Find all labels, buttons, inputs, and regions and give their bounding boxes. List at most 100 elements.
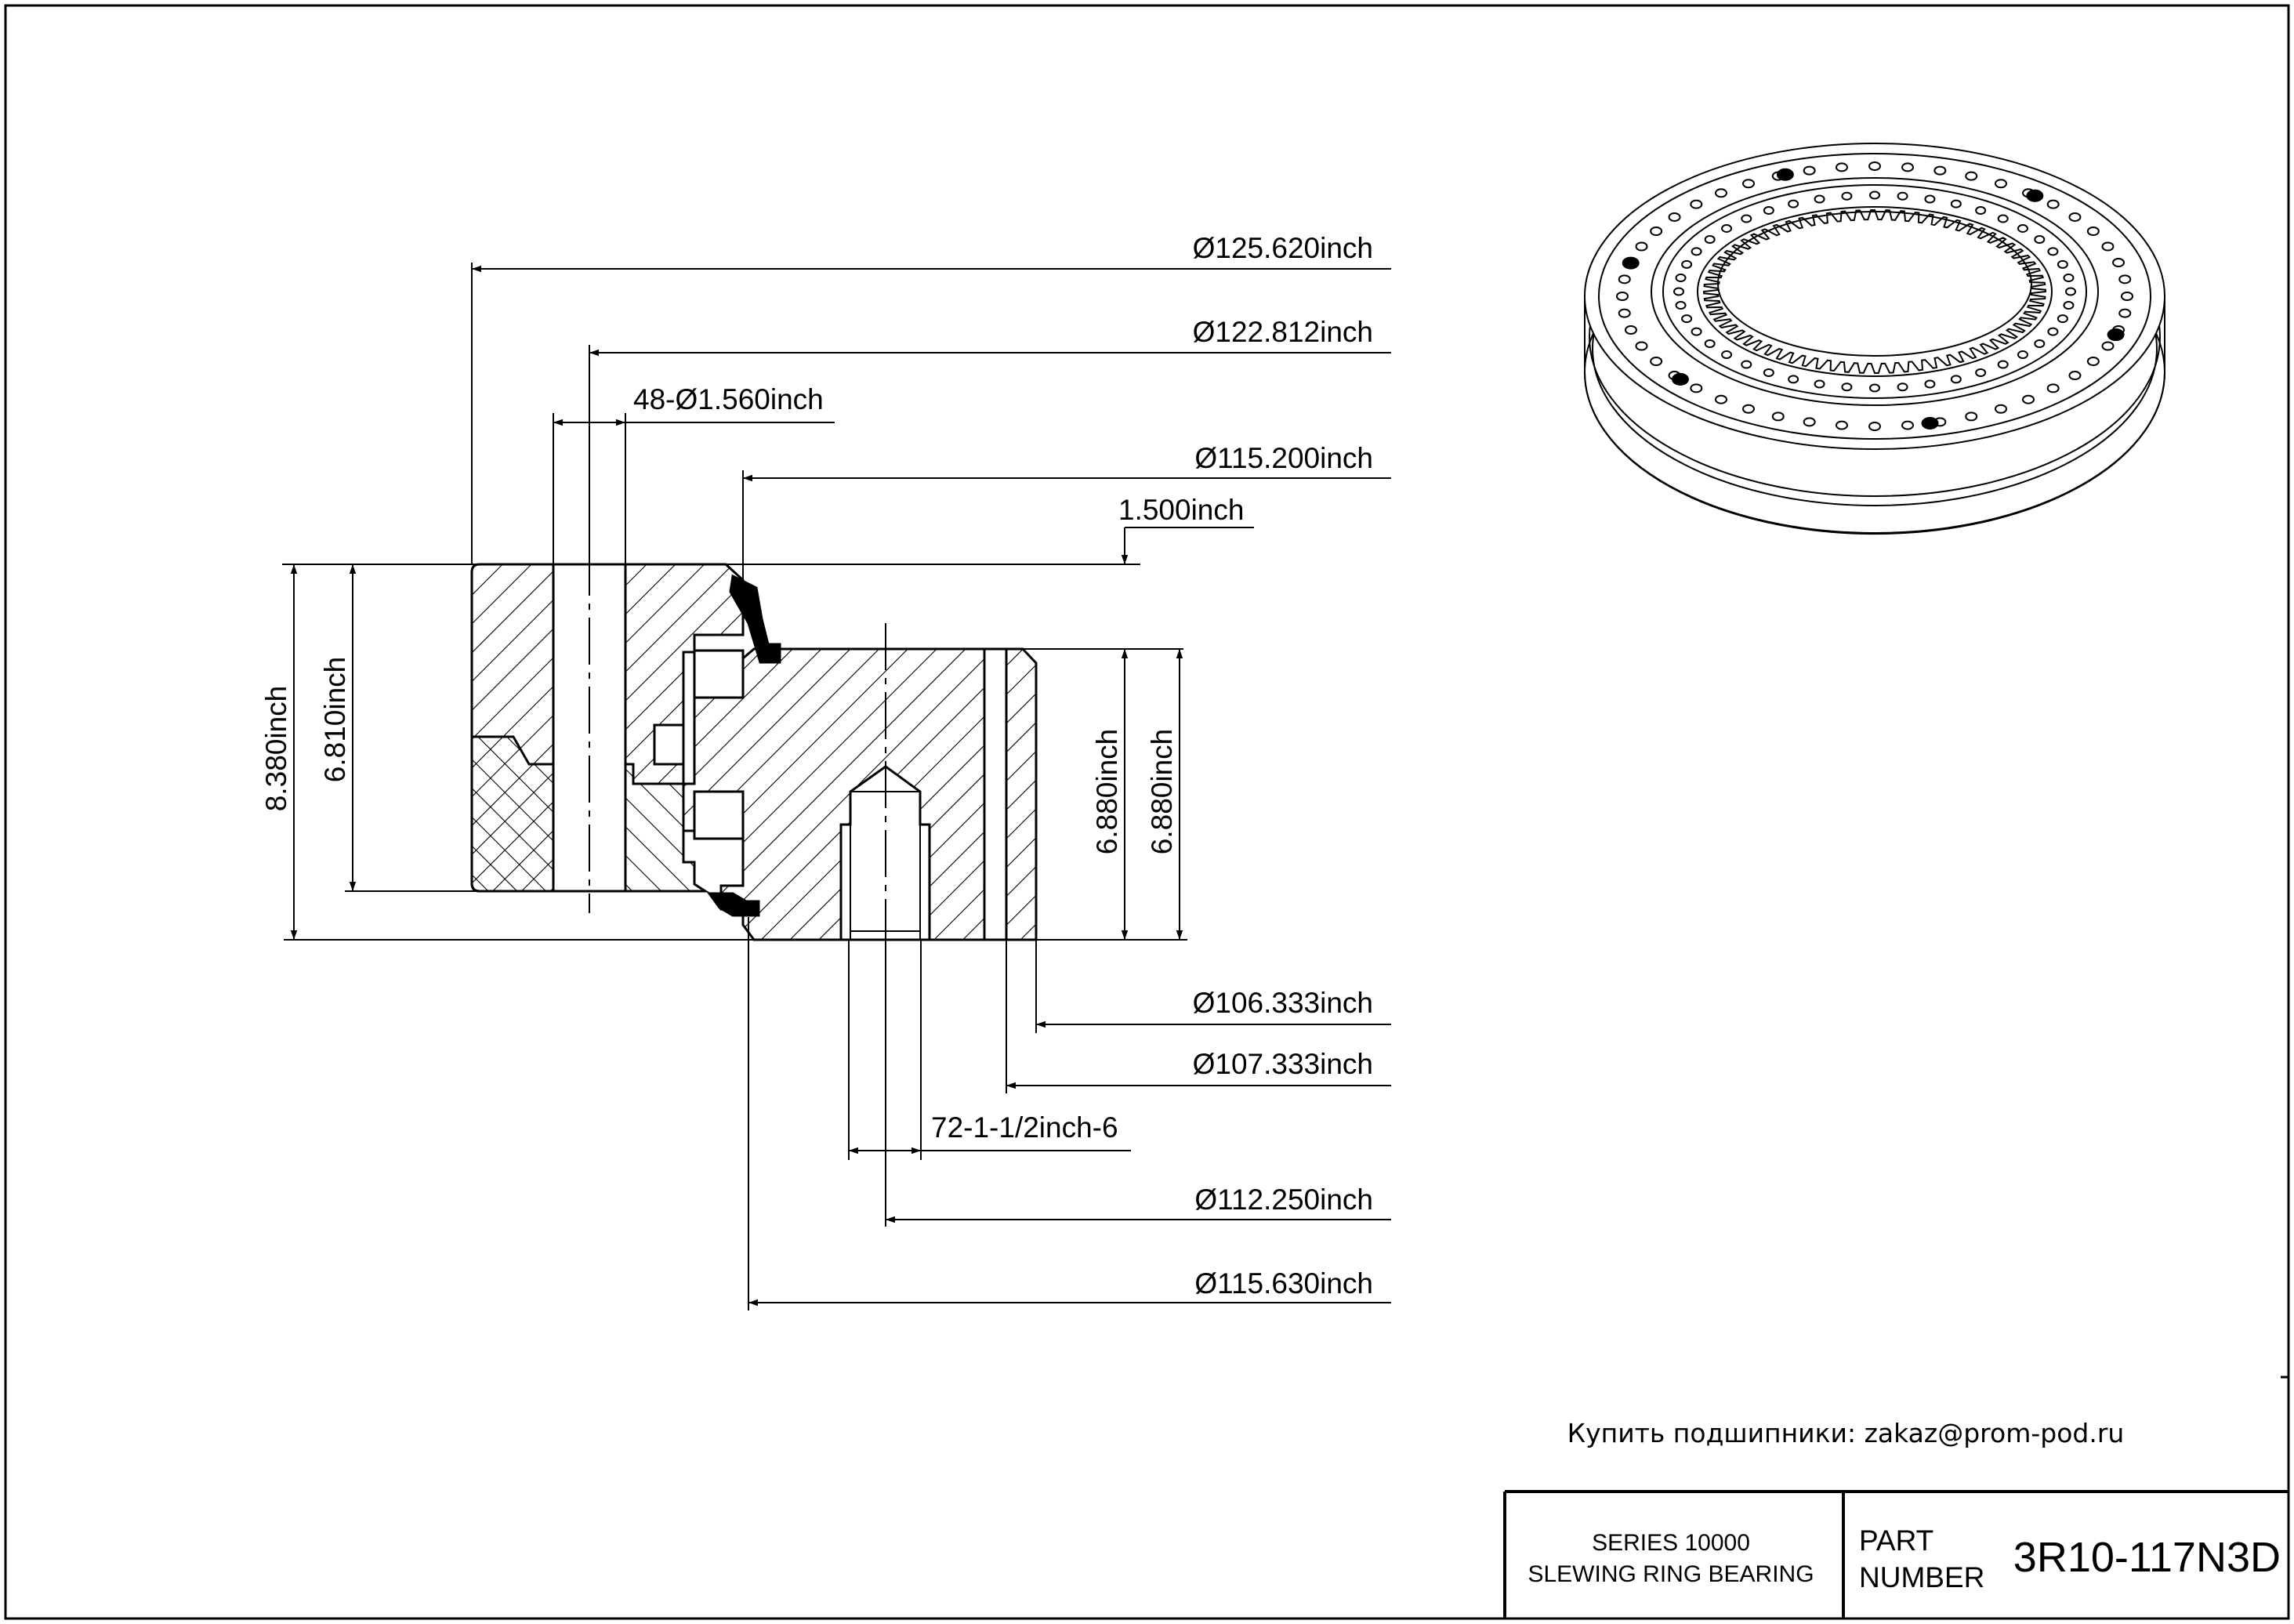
bearing-grease-fitting [1921, 416, 1939, 430]
bearing-outer-hole [2046, 199, 2060, 209]
bearing-inner-hole [1924, 194, 1936, 204]
dim-text-1-500: 1.500inch [1118, 494, 1244, 526]
bearing-inner-hole [1691, 327, 1702, 336]
bearing-inner-hole [2047, 327, 2059, 336]
bearing-outer-hole [1714, 188, 1727, 198]
bearing-outer-hole [1650, 357, 1663, 366]
dim-text-holes: 48-Ø1.560inch [633, 383, 824, 415]
bearing-outer-hole [1995, 179, 2007, 189]
dim-text-thread: 72-1-1/2inch-6 [931, 1111, 1118, 1144]
bearing-inner-hole [2034, 339, 2046, 348]
dim-text-6-810: 6.810inch [319, 657, 351, 782]
series-line2: SLEWING RING BEARING [1528, 1561, 1814, 1587]
bearing-inner-hole [1950, 199, 1962, 208]
bearing-grease-fittings [1622, 168, 2125, 430]
contact-text: Купить подшипники: zakaz@prom-pod.ru [1567, 1418, 2125, 1448]
bearing-inner-hole [1997, 360, 2009, 369]
dimension-texts: Ø125.620inch Ø122.812inch 48-Ø1.560inch … [260, 232, 1373, 1300]
bearing-inner-hole [1997, 214, 2009, 223]
bearing-outer-hole [1835, 420, 1848, 430]
bearing-outer-hole [2112, 258, 2125, 268]
cross-section [470, 549, 1038, 941]
bearing-inner-hole [1704, 235, 1716, 245]
bearing-outer-hole [1618, 308, 1631, 318]
bearing-outer-hole [2101, 241, 2115, 252]
bearing-outer-hole [2118, 274, 2132, 285]
bearing-inner-hole [1704, 339, 1716, 348]
bearing-inner-hole [1841, 382, 1853, 392]
bearing-outer-holes [1616, 161, 2133, 431]
part-label-line1: PART [1859, 1524, 1933, 1557]
bearing-outer-hole [1901, 420, 1915, 430]
bearing-inner-hole [1869, 190, 1880, 200]
roller-upper [693, 649, 745, 699]
dim-text-122-812: Ø122.812inch [1193, 316, 1373, 348]
bearing-inner-hole [1814, 194, 1825, 204]
bearing-inner-hole [1924, 379, 1936, 389]
bearing-inner-hole [1675, 301, 1687, 310]
bearing-inner-hole [2057, 314, 2068, 324]
bearing-inner-hole [2017, 350, 2028, 360]
bearing-outer-hole [1616, 292, 1629, 301]
bearing-bore-back-wall [1717, 211, 2032, 357]
outer-ring-lower-right [624, 763, 710, 893]
bearing-outer-hole [1690, 383, 1703, 393]
bearing-inner-hole [1975, 206, 1987, 216]
bearing-outer-hole [1771, 411, 1785, 422]
series-line1: SERIES 10000 [1592, 1530, 1750, 1556]
bearing-outer-hole [2086, 227, 2100, 236]
bearing-outer-hole [1965, 171, 1978, 181]
bearing-outer-hole [1995, 404, 2007, 414]
bearing-outer-hole [1742, 404, 1755, 414]
bearing-outer-hole [1835, 162, 1848, 172]
bearing-inner-hole [1691, 247, 1702, 256]
bearing-outer-hole [1803, 417, 1816, 427]
bearing-inner-hole [1763, 368, 1774, 377]
bearing-outer-hole [1933, 165, 1947, 176]
dim-text-125-620: Ø125.620inch [1193, 232, 1373, 264]
dimension-lines [282, 263, 1391, 1310]
bearing-inner-ring-outer-edge [1662, 184, 2087, 399]
dim-text-8-380: 8.380inch [260, 686, 292, 811]
bearing-outer-hole [1742, 179, 1755, 189]
bearing-outer-hole [2022, 394, 2035, 404]
bearing-outer-ring-inner-edge [1651, 177, 2099, 406]
bearing-inner-hole [2017, 223, 2028, 233]
bearing-inner-hole [1788, 199, 1799, 208]
bearing-inner-hole [1897, 382, 1908, 392]
bearing-outer-hole [2121, 292, 2133, 301]
bearing-inner-hole [1741, 214, 1752, 223]
part-number: 3R10-117N3D [2013, 1534, 2281, 1581]
bearing-outer-hole [1618, 274, 1631, 285]
bearing-inner-hole [2057, 259, 2068, 269]
bearing-inner-hole [1869, 383, 1880, 393]
bearing-outer-hole [2046, 383, 2060, 393]
bearing-top-face-inner-rim [1598, 153, 2151, 440]
inner-bore-channel [983, 647, 1008, 941]
bearing-inner-hole [2063, 301, 2075, 310]
dim-text-115-630: Ø115.630inch [1194, 1267, 1373, 1300]
bearing-outer-hole [1624, 324, 1637, 335]
bearing-inner-hole [1897, 191, 1908, 201]
bearing-grease-fitting [2107, 328, 2125, 342]
bearing-outer-hole [1868, 422, 1881, 431]
bearing-illustration [1584, 143, 2165, 535]
sheet-border [4, 4, 2290, 1620]
bearing-outer-hole [1803, 165, 1816, 176]
bearing-grease-fitting [1622, 256, 1640, 270]
roller-middle [653, 723, 685, 766]
dim-text-6-880-b: 6.880inch [1146, 729, 1178, 854]
dim-text-6-880-a: 6.880inch [1091, 729, 1123, 854]
dim-text-106-333: Ø106.333inch [1193, 987, 1373, 1019]
bearing-top-face-outer [1584, 143, 2165, 450]
bearing-gear-teeth [1702, 209, 2047, 374]
bearing-inner-hole [1841, 191, 1853, 201]
bearing-grease-fitting [1776, 168, 1794, 181]
bearing-outer-hole [1635, 341, 1648, 351]
title-block [1503, 1490, 2289, 1619]
bearing-inner-hole [1721, 223, 1733, 233]
bearing-inner-hole [1673, 287, 1684, 296]
bearing-outer-hole [2068, 212, 2082, 222]
dim-text-112-250: Ø112.250inch [1194, 1184, 1373, 1216]
bearing-outer-hole [1690, 199, 1703, 209]
